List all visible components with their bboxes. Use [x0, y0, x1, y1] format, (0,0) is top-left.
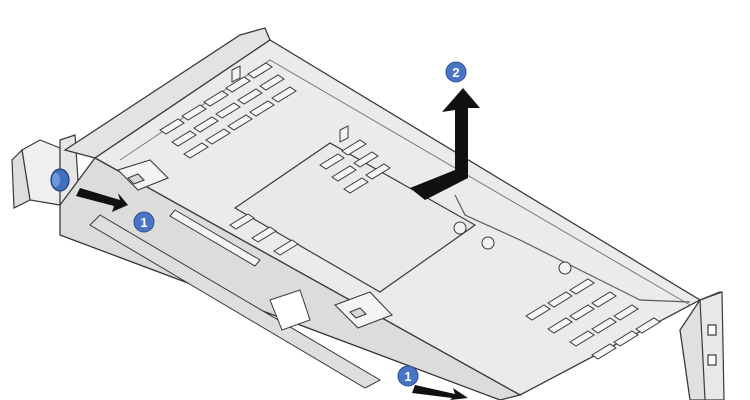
label-panel: [233, 142, 477, 293]
left-release-latch: [116, 159, 169, 191]
vent-slots-right: [525, 278, 661, 360]
tray-tabs: [231, 65, 572, 275]
callout-2: 2: [445, 61, 467, 83]
cable-route-line: [454, 194, 691, 303]
callout-1-left: 1: [133, 211, 155, 233]
blue-plunger: [50, 168, 70, 192]
motion-arrows: [76, 88, 480, 400]
vent-slots-back: [159, 62, 297, 159]
callout-1-right: 1: [397, 365, 419, 387]
callout-1-left-label: 1: [140, 215, 147, 230]
right-chassis-edge: [699, 291, 725, 400]
drive-bay-slots: [89, 209, 382, 389]
right-release-latch: [334, 291, 393, 329]
lift-cage-arrow: [410, 88, 480, 200]
pull-right-arrow: [412, 385, 468, 400]
callout-1-right-label: 1: [404, 369, 411, 384]
vent-slots-middle: [319, 139, 391, 194]
vent-slots-front: [229, 213, 299, 256]
callout-2-label: 2: [452, 65, 459, 80]
pull-left-arrow: [76, 188, 128, 212]
